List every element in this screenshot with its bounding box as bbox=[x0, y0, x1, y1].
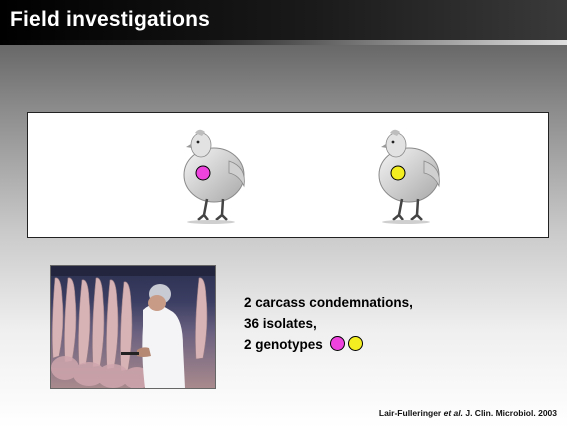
genotype-marker-yellow bbox=[391, 166, 405, 180]
chicken-image-1 bbox=[171, 123, 251, 228]
chicken-image-2 bbox=[366, 123, 446, 228]
citation-source: J. Clin. Microbiol. 2003 bbox=[465, 408, 557, 418]
citation-etal: et al. bbox=[444, 408, 463, 418]
processing-line-photo-art bbox=[51, 266, 215, 388]
caption-line-2: 36 isolates, bbox=[244, 313, 413, 334]
findings-caption: 2 carcass condemnations, 36 isolates, 2 … bbox=[244, 292, 413, 355]
slide-title: Field investigations bbox=[10, 8, 210, 32]
caption-line-3-text: 2 genotypes bbox=[244, 337, 323, 352]
citation-authors: Lair-Fulleringer bbox=[379, 408, 441, 418]
genotype-marker-magenta bbox=[196, 166, 210, 180]
citation: Lair-Fulleringer et al. J. Clin. Microbi… bbox=[379, 408, 557, 418]
caption-line-1: 2 carcass condemnations, bbox=[244, 292, 413, 313]
title-underline bbox=[0, 40, 567, 45]
caption-line-3: 2 genotypes bbox=[244, 334, 413, 355]
processing-line-photo bbox=[50, 265, 216, 389]
yellow-genotype-dot bbox=[348, 336, 363, 351]
chicken-panel bbox=[27, 112, 549, 238]
magenta-genotype-dot bbox=[330, 336, 345, 351]
